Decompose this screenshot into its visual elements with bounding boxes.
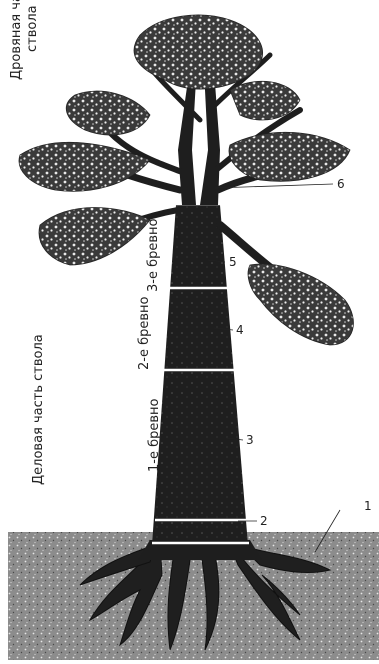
marker-2: 2	[260, 515, 268, 527]
crown-part-line1: Дровяная часть	[9, 0, 24, 80]
upper-stems	[178, 70, 220, 205]
log2-label: 2-е бревно	[138, 297, 152, 370]
marker-4: 4	[236, 324, 244, 336]
marker-3: 3	[246, 434, 254, 446]
marker-5: 5	[229, 256, 237, 268]
merchantable-part-label: Деловая часть ствола	[32, 334, 46, 485]
log1-label: 1-е бревно	[148, 399, 162, 472]
marker-6: 6	[337, 178, 345, 190]
crown-part-label: Дровяная часть	[10, 0, 24, 80]
log3-label: 3-е бревно	[147, 219, 161, 292]
crown-part-line2: ствола	[26, 5, 40, 80]
crown-part-label-2: ствола	[26, 5, 40, 80]
marker-1: 1	[364, 500, 372, 512]
